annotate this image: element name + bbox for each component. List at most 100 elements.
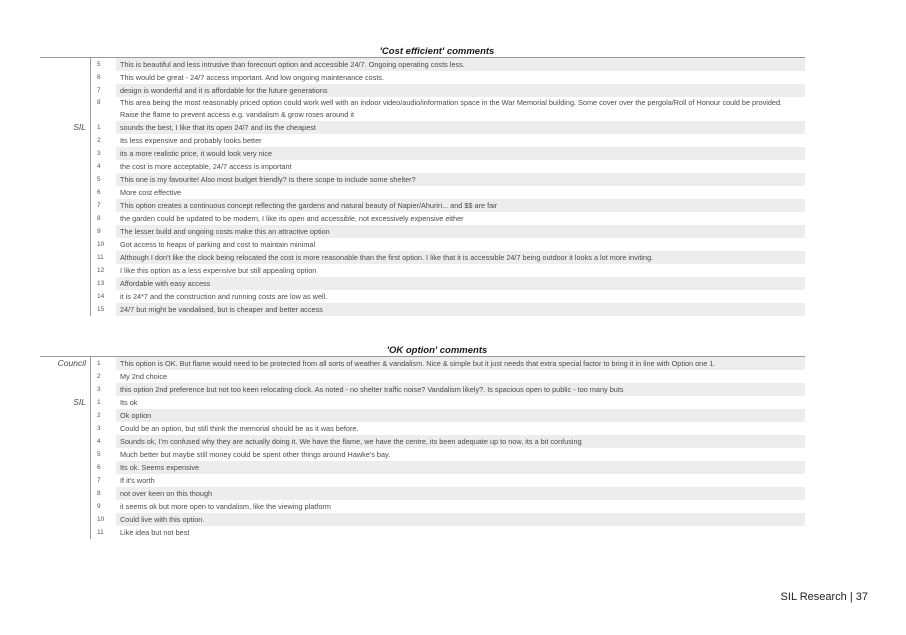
respondent-group	[40, 160, 90, 173]
comment-text: it is 24*7 and the construction and runn…	[120, 292, 328, 301]
comment-number: 5	[90, 173, 116, 186]
comment-text: This would be great - 24/7 access import…	[120, 73, 385, 82]
comment-text: sounds the best, I like that its open 24…	[116, 121, 805, 134]
comment-number: 3	[90, 383, 116, 396]
comment-text: Although I don't like the clock being re…	[116, 251, 805, 264]
respondent-group	[40, 71, 90, 84]
comment-number: 3	[90, 422, 116, 435]
comment-text: My 2nd choice	[120, 372, 168, 381]
comment-number: 1	[90, 357, 116, 370]
ok-option-title: 'OK option' comments	[386, 345, 488, 356]
comment-number: 1	[90, 396, 116, 409]
respondent-group	[40, 448, 90, 461]
comment-text: this option 2nd preference but not too k…	[116, 383, 805, 396]
comment-number: 1	[90, 121, 116, 134]
comment-number: 6	[90, 71, 116, 84]
respondent-group: SIL	[73, 122, 86, 132]
comment-text: The lesser build and ongoing costs make …	[116, 225, 805, 238]
respondent-group	[40, 173, 90, 186]
comment-text: Could live with this option.	[116, 513, 805, 526]
comment-number: 6	[90, 186, 116, 199]
comment-number: 9	[90, 225, 116, 238]
comment-number: 8	[90, 97, 116, 121]
comment-text: it seems ok but more open to vandalism, …	[120, 502, 331, 511]
comment-text: Affordable with easy access	[116, 277, 805, 290]
comment-number: 11	[90, 526, 116, 539]
comment-text: not over keen on this though	[116, 487, 805, 500]
respondent-group	[40, 212, 90, 225]
comment-text: More cost effective	[120, 188, 182, 197]
comment-text: This area being the most reasonably pric…	[120, 98, 783, 119]
respondent-group	[40, 97, 90, 121]
respondent-group	[40, 500, 90, 513]
comment-text: design is wonderful and it is affordable…	[116, 84, 805, 97]
comment-number: 2	[90, 409, 116, 422]
respondent-group	[40, 487, 90, 500]
comment-number: 7	[90, 84, 116, 97]
comment-text: This is beautiful and less intrusive tha…	[116, 58, 805, 71]
table-row: 7 If it's worth	[40, 474, 805, 487]
respondent-group	[40, 370, 90, 383]
cost-efficient-title: 'Cost efficient' comments	[379, 46, 495, 57]
respondent-group	[40, 474, 90, 487]
comment-text: its a more realistic price, it would loo…	[116, 147, 805, 160]
comment-text: If it's worth	[120, 476, 155, 485]
comment-text: This option is OK. But flame would need …	[116, 357, 805, 370]
comment-number: 5	[90, 448, 116, 461]
comment-text: Its less expensive and probably looks be…	[120, 136, 262, 145]
respondent-group	[40, 238, 90, 251]
comment-text: Its ok	[120, 398, 138, 407]
table-row: 6 This would be great - 24/7 access impor…	[40, 71, 805, 84]
respondent-group	[40, 225, 90, 238]
comment-number: 7	[90, 474, 116, 487]
respondent-group	[40, 84, 90, 97]
respondent-group	[40, 435, 90, 448]
respondent-group	[40, 526, 90, 539]
comment-text: I like this option as a less expensive b…	[120, 266, 317, 275]
table-row: 2 My 2nd choice	[40, 370, 805, 383]
table-row: 2 Its less expensive and probably looks b…	[40, 134, 805, 147]
comment-text: This option creates a continuous concept…	[116, 199, 805, 212]
respondent-group	[40, 147, 90, 160]
comment-number: 3	[90, 147, 116, 160]
comment-number: 4	[90, 160, 116, 173]
respondent-group: Council	[57, 358, 86, 368]
table-row: SIL 1 Its ok	[40, 396, 805, 409]
table-row: 6 More cost effective	[40, 186, 805, 199]
comment-number: 10	[90, 513, 116, 526]
respondent-group	[40, 134, 90, 147]
respondent-group	[40, 199, 90, 212]
respondent-group	[40, 409, 90, 422]
comment-number: 2	[90, 134, 116, 147]
respondent-group	[40, 461, 90, 474]
comment-text: 24/7 but might be vandalised, but is che…	[116, 303, 805, 316]
comment-number: 10	[90, 238, 116, 251]
comment-number: 5	[90, 58, 116, 71]
comment-text: Its ok. Seems expensive	[116, 461, 805, 474]
comment-number: 2	[90, 370, 116, 383]
respondent-group: SIL	[73, 397, 86, 407]
page-footer: SIL Research | 37	[780, 591, 868, 603]
respondent-group	[40, 264, 90, 277]
comment-number: 4	[90, 435, 116, 448]
comment-text: the garden could be updated to be modern…	[120, 214, 464, 223]
respondent-group	[40, 186, 90, 199]
